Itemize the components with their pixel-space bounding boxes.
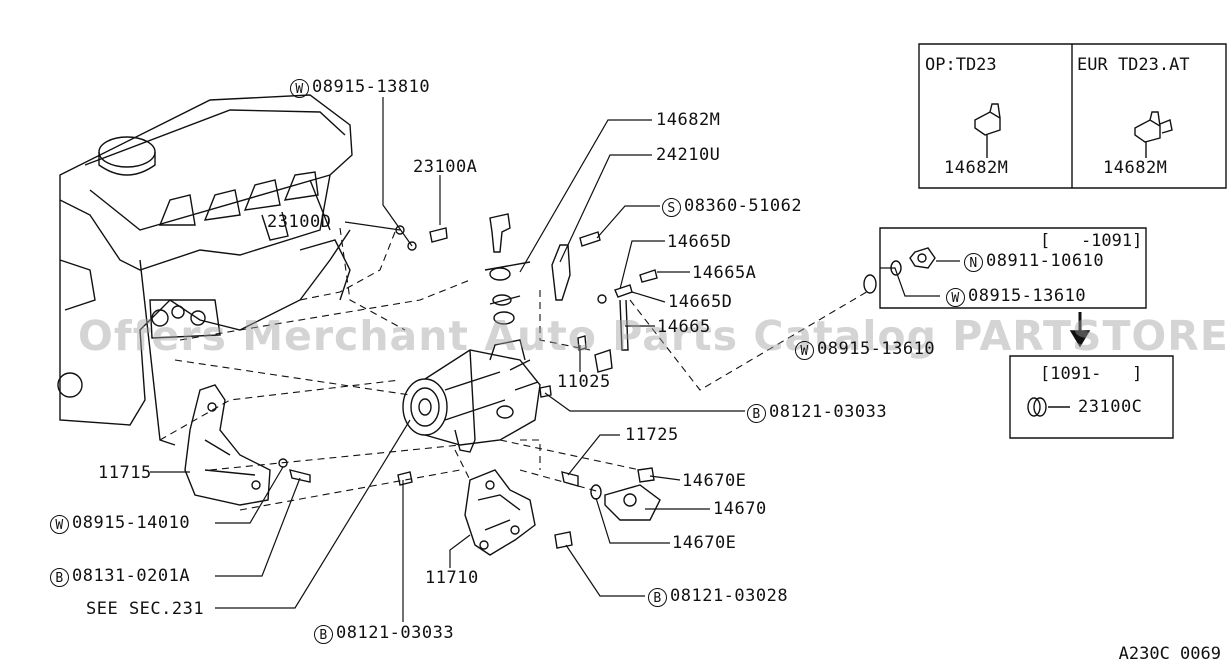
part-label: 14682M [656, 110, 721, 130]
part-label: 14665D [667, 232, 732, 252]
assembly-lines [160, 228, 870, 510]
inset-range1-title: [ -1091] [1040, 231, 1143, 251]
inset-box-range2 [1010, 356, 1173, 438]
part-label: 14670E [682, 471, 747, 491]
inset-eur-title: EUR TD23.AT [1077, 55, 1190, 75]
bracket-11710 [465, 470, 535, 555]
prefix-badge: W [50, 515, 69, 534]
part-label: 24210U [656, 145, 721, 165]
part-label: 14670 [713, 499, 767, 519]
part-label: 11725 [625, 425, 679, 445]
prefix-badge: B [747, 404, 766, 423]
part-label: 14665 [657, 317, 711, 337]
prefix-badge: W [795, 341, 814, 360]
part-label: SEE SEC.231 [86, 599, 205, 619]
prefix-badge: W [290, 79, 309, 98]
inset-eur-part-drawing [1135, 112, 1172, 158]
inset-op-part-drawing [975, 104, 1000, 158]
inset-op-part: 14682M [944, 158, 1009, 178]
part-label: 14665D [668, 292, 733, 312]
part-label: 14665A [692, 263, 757, 283]
inset-range2-nut [1028, 398, 1070, 416]
part-label: 14670E [672, 533, 737, 553]
part-label: 11710 [425, 568, 479, 588]
prefix-badge: B [314, 625, 333, 644]
bracket-11715 [185, 385, 270, 505]
arrow-down [1071, 312, 1089, 346]
diagram-code: A230C 0069 [1118, 644, 1221, 664]
inset-op-title: OP:TD23 [925, 55, 997, 75]
inset-box-range1 [880, 228, 1146, 308]
part-label: 11715 [98, 463, 152, 483]
prefix-badge: B [648, 588, 667, 607]
inset-range1-hardware [891, 248, 935, 275]
prefix-badge: W [946, 288, 965, 307]
part-label: 11025 [557, 372, 611, 392]
part-label: 23100D [267, 212, 332, 232]
inset-range2-title: [1091- ] [1040, 364, 1143, 384]
inset-eur-part: 14682M [1103, 158, 1168, 178]
engine-block-drawing [58, 95, 352, 445]
prefix-badge: N [964, 253, 983, 272]
alternator-drawing [403, 340, 540, 452]
inset-range2-part: 23100C [1078, 397, 1143, 417]
leader-lines [150, 97, 960, 622]
prefix-badge: S [662, 198, 681, 217]
part-label: 23100A [413, 157, 478, 177]
watermark: Offers Merchant Auto Parts Catalog PARTS… [78, 312, 1229, 360]
prefix-badge: B [50, 568, 69, 587]
